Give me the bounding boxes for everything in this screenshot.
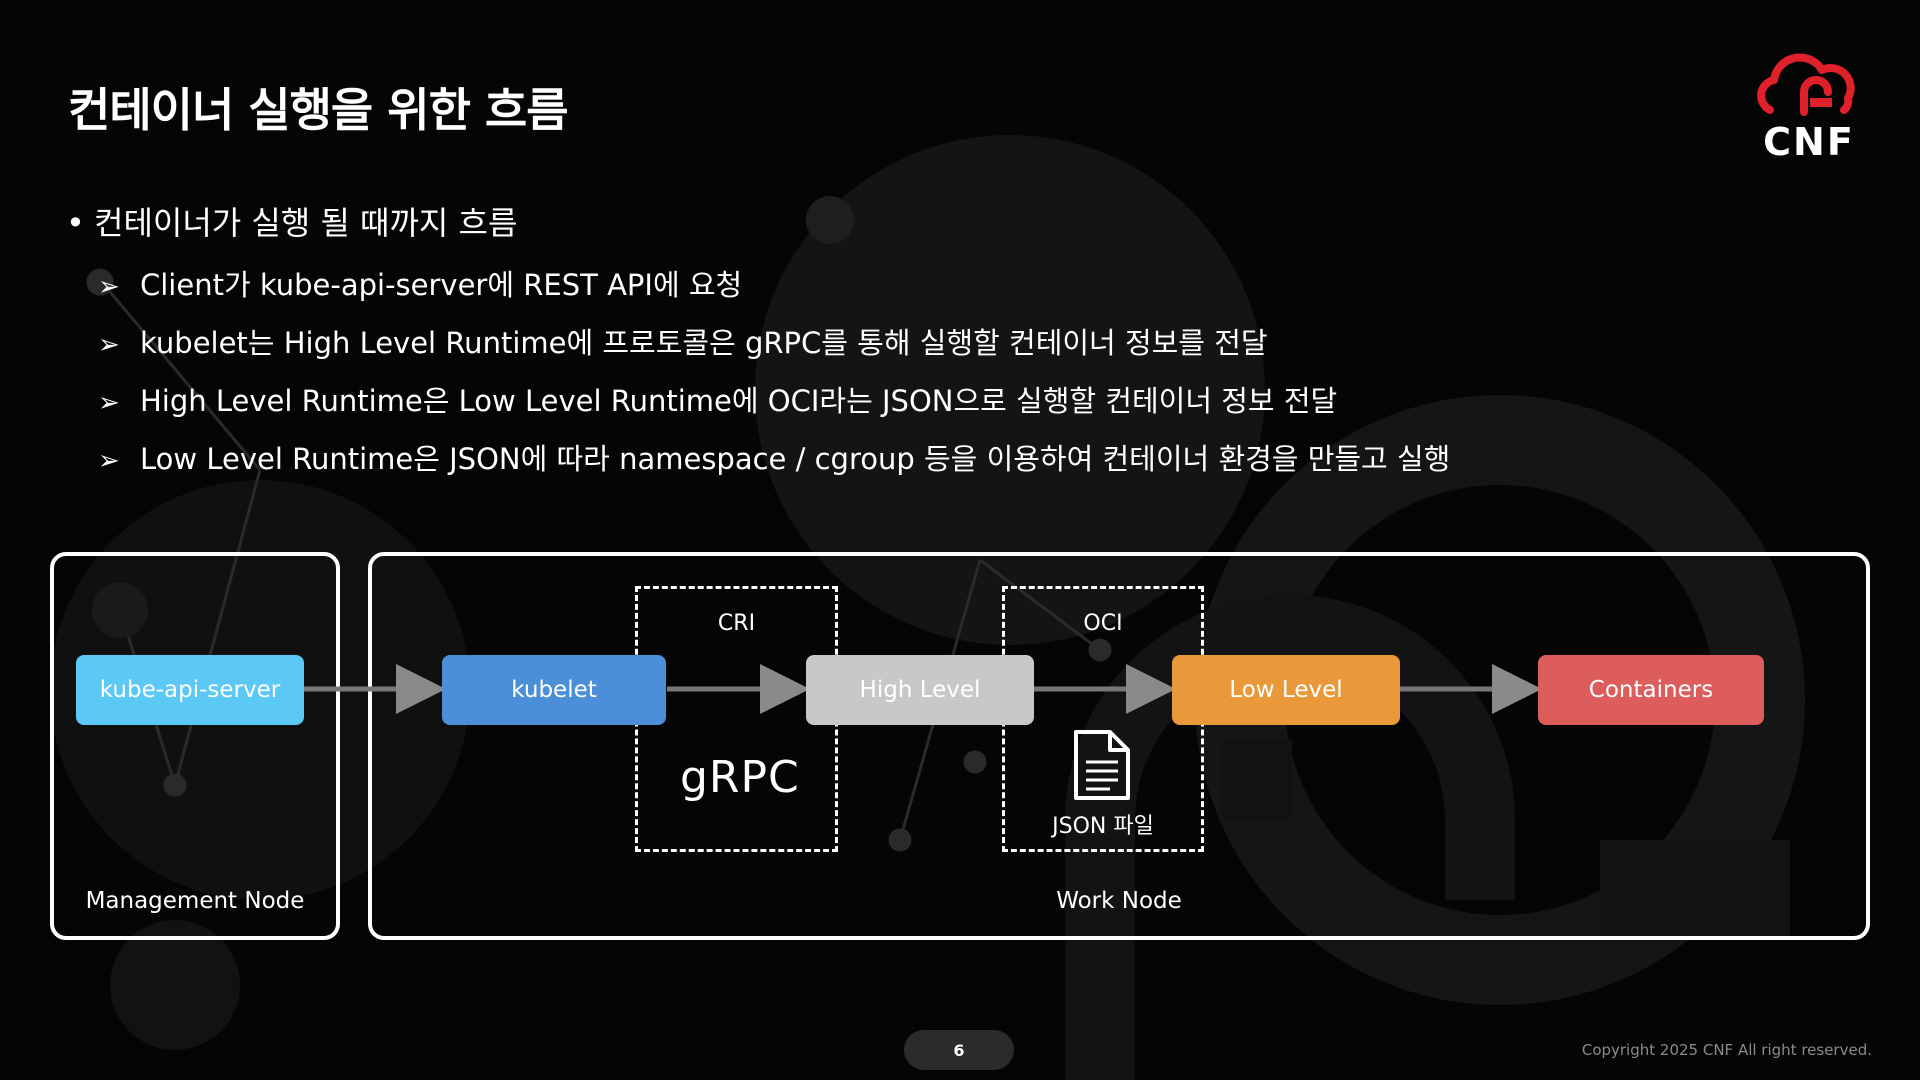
sub-bullet-text: Low Level Runtime은 JSON에 따라 namespace / …: [140, 442, 1451, 476]
sub-bullet-text: kubelet는 High Level Runtime에 프로토콜은 gRPC를…: [140, 326, 1268, 360]
sub-bullet-text: Client가 kube-api-server에 REST API에 요청: [140, 268, 743, 302]
cloud-logo-icon: [1757, 53, 1855, 116]
sub-bullet-1: ➢ Client가 kube-api-server에 REST API에 요청: [98, 262, 742, 304]
management-node-panel: Management Node: [50, 552, 340, 940]
work-node-panel: Work Node: [368, 552, 1870, 940]
component-label: High Level: [859, 677, 981, 703]
arrowhead-bullet-icon: ➢: [98, 330, 120, 360]
bullet-dot-icon: •: [66, 204, 85, 242]
management-node-label: Management Node: [85, 888, 305, 914]
grpc-label: gRPC: [680, 752, 800, 803]
json-file-label: JSON 파일: [1052, 814, 1154, 839]
work-node-label: Work Node: [1056, 888, 1182, 914]
cri-label: CRI: [717, 611, 756, 636]
sub-bullet-4: ➢ Low Level Runtime은 JSON에 따라 namespace /…: [98, 436, 1450, 478]
component-label: kubelet: [511, 677, 597, 703]
copyright-text: Copyright 2025 CNF All right reserved.: [1581, 1041, 1872, 1059]
sub-bullet-2: ➢ kubelet는 High Level Runtime에 프로토콜은 gRPC…: [98, 320, 1268, 362]
kube-api-server-box: kube-api-server: [76, 655, 304, 725]
arrowhead-bullet-icon: ➢: [98, 388, 120, 418]
slide-title: 컨테이너 실행을 위한 흐름: [68, 83, 569, 137]
cnf-logo: CNF: [1748, 50, 1868, 164]
component-label: kube-api-server: [99, 677, 281, 703]
high-level-runtime-box: High Level: [806, 655, 1034, 725]
document-icon: [1074, 730, 1130, 800]
component-label: Low Level: [1229, 677, 1343, 703]
arrowhead-bullet-icon: ➢: [98, 446, 120, 476]
oci-label: OCI: [1083, 611, 1123, 636]
main-bullet: •컨테이너가 실행 될 때까지 흐름: [66, 198, 517, 244]
component-label: Containers: [1588, 677, 1714, 703]
arrowhead-bullet-icon: ➢: [98, 272, 120, 302]
kubelet-box: kubelet: [442, 655, 666, 725]
sub-bullet-3: ➢ High Level Runtime은 Low Level Runtime에 …: [98, 378, 1337, 420]
logo-text: CNF: [1763, 120, 1855, 164]
main-bullet-text: 컨테이너가 실행 될 때까지 흐름: [94, 204, 518, 242]
page-number: 6: [904, 1030, 1014, 1070]
low-level-runtime-box: Low Level: [1172, 655, 1400, 725]
containers-box: Containers: [1538, 655, 1764, 725]
sub-bullet-text: High Level Runtime은 Low Level Runtime에 O…: [140, 384, 1338, 418]
